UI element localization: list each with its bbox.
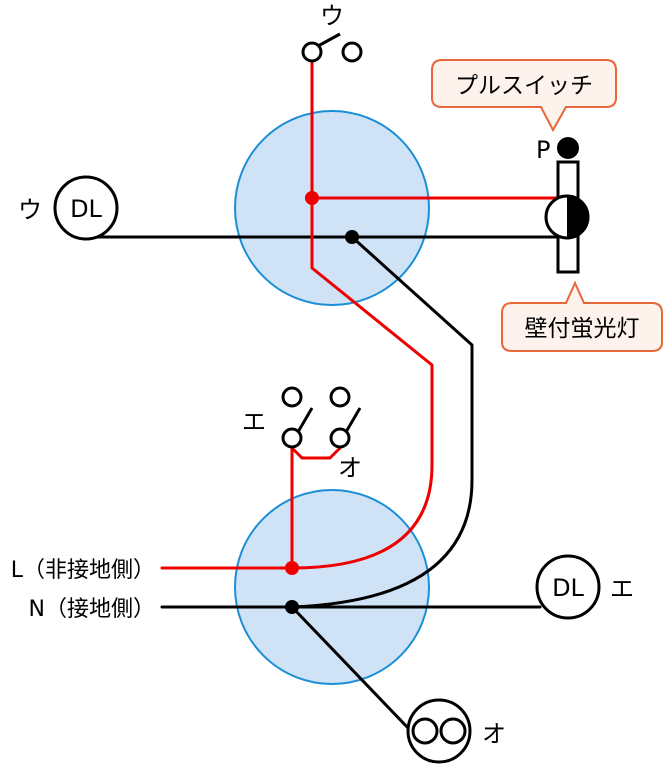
junction-dot-black-lower [285,600,299,614]
downlight-icon [535,554,601,620]
switch-icon [301,32,363,63]
downlight-label-e: エ [610,575,634,603]
callout-wall-fluorescent [501,280,663,352]
outlet-icon [406,698,472,764]
hot-wires [160,60,560,570]
switch-label-o: オ [338,454,362,482]
supply-line-label: L（非接地側） [11,558,155,583]
downlight-label-u: ウ [18,196,42,224]
switch-icon [329,386,362,449]
junction-dot-black-upper [345,230,359,244]
callout-pull-switch [431,59,617,133]
pull-switch-p-label: P [536,136,550,164]
downlight-text-u: DL [70,195,102,223]
callout-wall-fluorescent-text: 壁付蛍光灯 [525,316,640,342]
junction-dot-red-upper [305,191,319,205]
downlight-text-e: DL [552,574,584,602]
callout-pull-switch-text: プルスイッチ [455,73,593,99]
fluorescent-lamp-icon [544,160,590,274]
switch-label-e: エ [242,408,266,436]
junction-box-upper [234,110,430,306]
switch-icon [281,386,314,449]
neutral-wires [96,235,560,732]
downlight-icon [53,175,119,241]
junction-box-lower [234,489,430,685]
switch-label-u: ウ [320,2,344,30]
supply-neutral-label: N（接地側） [29,597,155,622]
pull-switch-dot-icon [557,137,579,159]
outlet-label: オ [482,720,506,748]
junction-dot-red-lower [285,561,299,575]
